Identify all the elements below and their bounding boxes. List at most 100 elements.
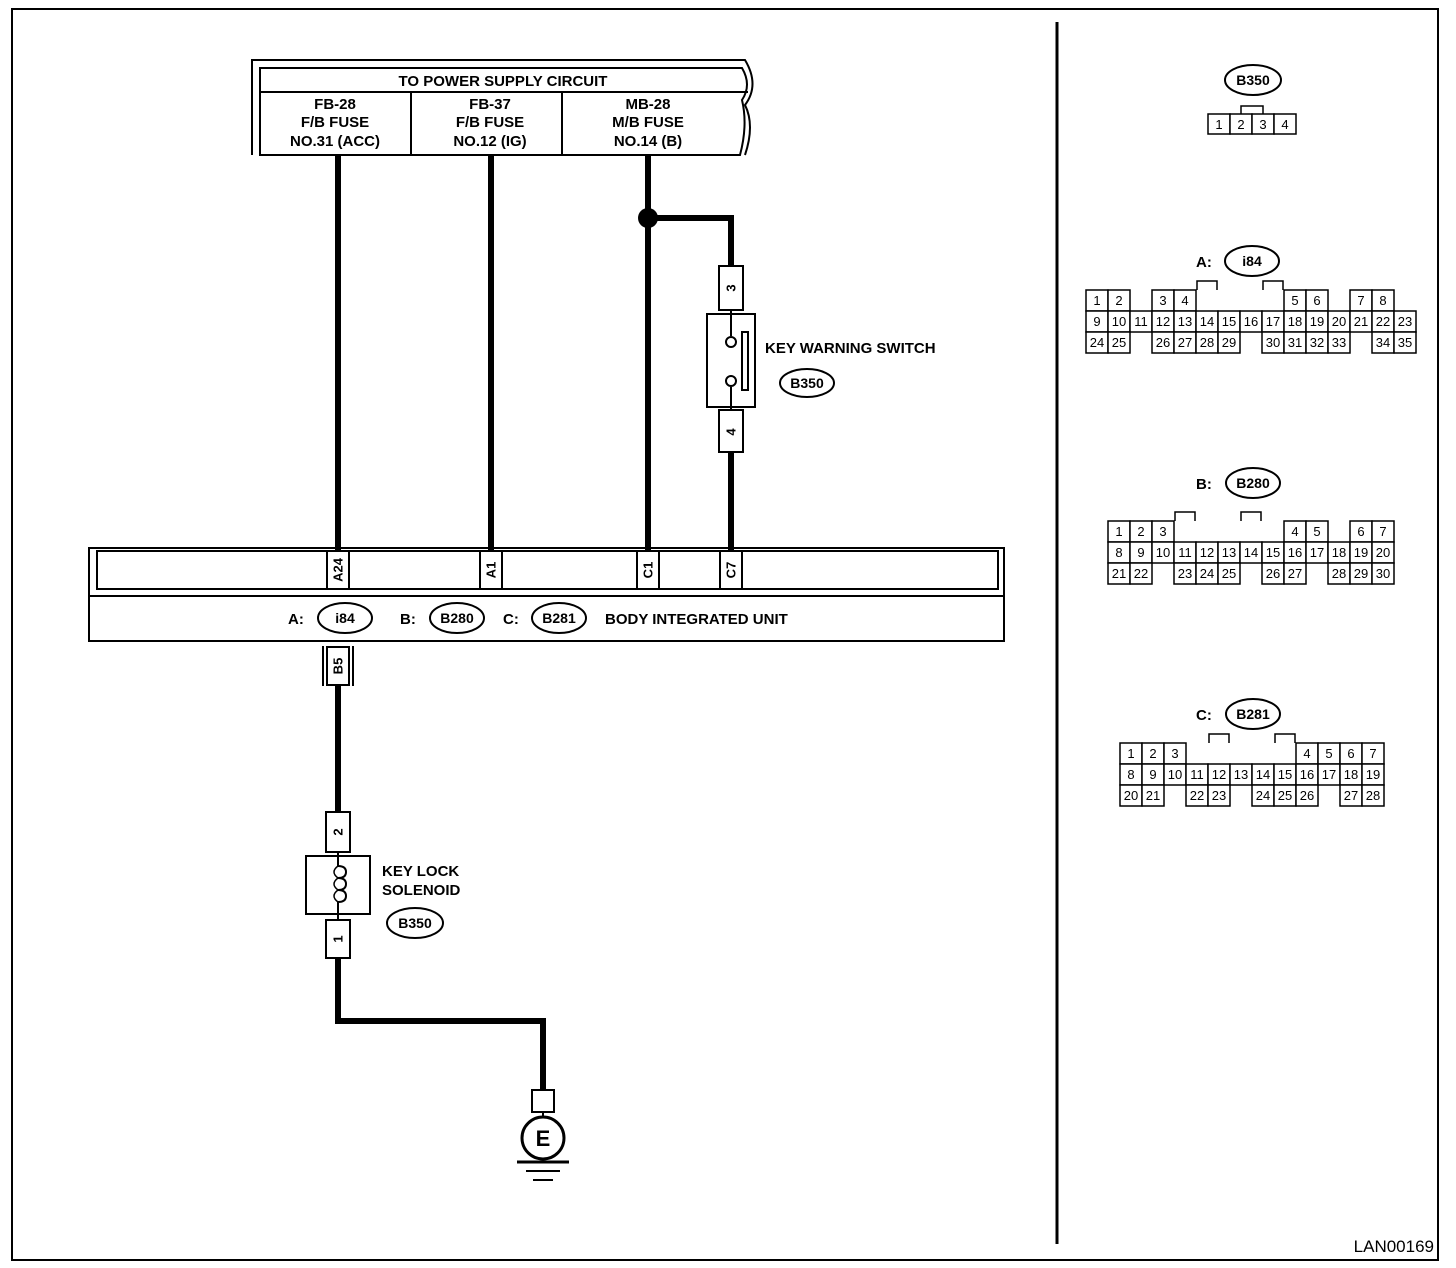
pin-label: 8	[1379, 293, 1386, 308]
pin-label: 24	[1256, 788, 1270, 803]
power-supply-block: TO POWER SUPPLY CIRCUIT FB-28 F/B FUSE N…	[251, 59, 754, 156]
key-warning-switch: 3 4 KEY WARNING SWITCH B350	[706, 265, 936, 453]
pin-label: 9	[1093, 314, 1100, 329]
kls-pin-top: 2	[331, 828, 346, 835]
pin-label: 16	[1300, 767, 1314, 782]
kls-label-2: SOLENOID	[382, 882, 461, 899]
pin-label: 19	[1310, 314, 1324, 329]
view-c-name: B281	[1236, 706, 1270, 722]
pin-label: 6	[1347, 746, 1354, 761]
unit-conn-c-prefix: C:	[503, 611, 519, 628]
pin-label: 19	[1354, 545, 1368, 560]
pin-label: 11	[1134, 314, 1148, 329]
kws-pin-top: 3	[724, 284, 739, 291]
unit-conn-b-name: B280	[440, 610, 474, 626]
pin-cell	[1273, 113, 1297, 135]
pin-label: 33	[1332, 335, 1346, 350]
connector-key	[1196, 280, 1218, 290]
pin-label: 32	[1310, 335, 1324, 350]
kws-pin-bottom: 4	[724, 428, 739, 436]
pin-label: 35	[1398, 335, 1412, 350]
pin-label: 11	[1190, 767, 1204, 782]
pin-label: 14	[1244, 545, 1258, 560]
fuse-3-line1: MB-28	[625, 96, 670, 113]
connector-key	[1240, 105, 1264, 114]
pin-label: 2	[1115, 293, 1122, 308]
pin-label: 3	[1171, 746, 1178, 761]
pin-label: 29	[1222, 335, 1236, 350]
pin-label: 4	[1181, 293, 1188, 308]
pin-label: 7	[1379, 524, 1386, 539]
pin-label: 17	[1266, 314, 1280, 329]
pin-cell	[1283, 562, 1307, 585]
pin-label: 19	[1366, 767, 1380, 782]
pin-label: 25	[1278, 788, 1292, 803]
pin-label: 25	[1222, 566, 1236, 581]
unit-conn-a-prefix: A:	[288, 611, 304, 628]
pin-label: 12	[1200, 545, 1214, 560]
pin-label: 10	[1168, 767, 1182, 782]
figure-id: LAN00169	[1354, 1237, 1434, 1256]
pin-cell	[1207, 784, 1231, 807]
unit-label: BODY INTEGRATED UNIT	[605, 611, 788, 628]
pin-label: 13	[1178, 314, 1192, 329]
pin-cell	[1129, 562, 1153, 585]
unit-conn-c-name: B281	[542, 610, 576, 626]
pin-label: 23	[1212, 788, 1226, 803]
view-c-oval	[1225, 698, 1281, 730]
pin-label: 7	[1357, 293, 1364, 308]
pin-label: 24	[1090, 335, 1104, 350]
pin-label: 20	[1332, 314, 1346, 329]
pin-label: 12	[1156, 314, 1170, 329]
pin-label: 3	[1159, 293, 1166, 308]
pin-label: 1	[1093, 293, 1100, 308]
pin-cell	[1217, 562, 1241, 585]
fuse-3-line2: M/B FUSE	[612, 114, 684, 131]
view-a-prefix: A:	[1196, 254, 1212, 271]
pin-label: 10	[1112, 314, 1126, 329]
view-b350-name: B350	[1236, 72, 1270, 88]
pin-label: 17	[1310, 545, 1324, 560]
pin-label: 3	[1259, 117, 1266, 132]
fuse-2-line1: FB-37	[469, 96, 511, 113]
view-a-name: i84	[1242, 253, 1262, 269]
pin-label: 20	[1376, 545, 1390, 560]
pin-label: 1	[1215, 117, 1222, 132]
kws-connector: B350	[790, 375, 824, 391]
pin-label: 4	[1303, 746, 1310, 761]
terminal-a24: A24	[331, 557, 346, 582]
unit-conn-a-name: i84	[335, 610, 355, 626]
wire-b-branch	[648, 215, 734, 266]
pin-label: 5	[1313, 524, 1320, 539]
fuse-1-line2: F/B FUSE	[301, 114, 369, 131]
fuse-1-line1: FB-28	[314, 96, 356, 113]
wires	[335, 155, 734, 1090]
pin-cell	[1361, 784, 1385, 807]
kls-label-1: KEY LOCK	[382, 863, 459, 880]
pin-label: 11	[1178, 545, 1192, 560]
view-b350-oval	[1224, 64, 1282, 96]
splice-point	[638, 208, 658, 228]
pin-label: 28	[1200, 335, 1214, 350]
connector-key	[1174, 511, 1196, 521]
connector-key	[1262, 280, 1284, 290]
pin-label: 14	[1200, 314, 1214, 329]
terminal-b5: B5	[331, 658, 346, 675]
pin-label: 30	[1266, 335, 1280, 350]
kls-pin-bottom: 1	[331, 935, 346, 942]
pin-label: 1	[1115, 524, 1122, 539]
pin-label: 26	[1266, 566, 1280, 581]
fuse-2-line3: NO.12 (IG)	[453, 133, 526, 150]
pin-label: 16	[1288, 545, 1302, 560]
pin-cell	[1107, 331, 1131, 354]
pin-cell	[1295, 784, 1319, 807]
kls-connector: B350	[398, 915, 432, 931]
pin-label: 2	[1149, 746, 1156, 761]
pin-label: 10	[1156, 545, 1170, 560]
pin-label: 26	[1156, 335, 1170, 350]
pin-label: 27	[1344, 788, 1358, 803]
pin-cell	[1371, 562, 1395, 585]
pin-label: 21	[1112, 566, 1126, 581]
